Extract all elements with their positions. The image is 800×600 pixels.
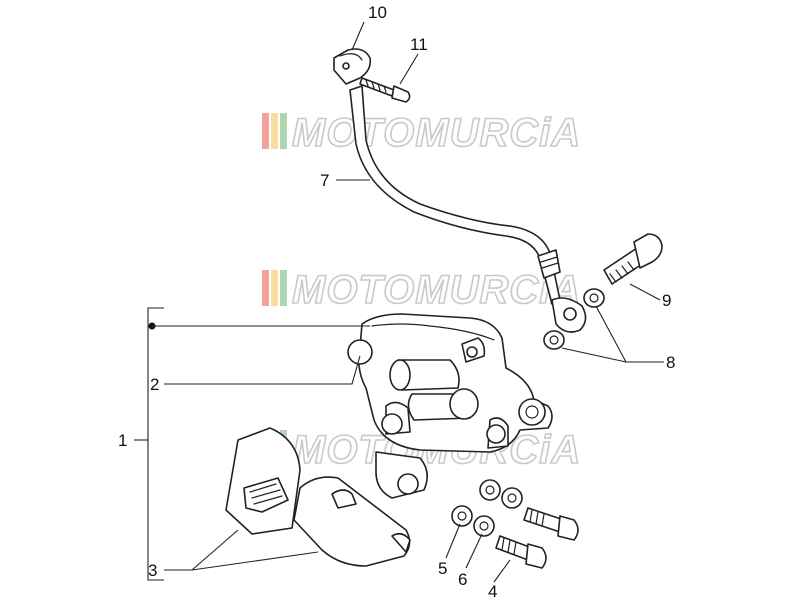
watermark-text: MOTOMURCiA	[292, 268, 581, 312]
callout-7: 7	[320, 171, 329, 190]
callout-9: 9	[662, 291, 671, 310]
callout-11: 11	[410, 35, 428, 54]
watermark-top: MOTOMURCiA	[262, 110, 581, 156]
part-hose-clip	[333, 48, 372, 85]
part-lower-washers	[451, 479, 523, 537]
part-brake-caliper	[347, 313, 553, 499]
watermark-middle: MOTOMURCiA	[262, 267, 581, 313]
part-washers	[543, 288, 605, 350]
part-mounting-bolts	[495, 507, 579, 569]
part-banjo-bolt	[603, 233, 663, 285]
callout-1: 1	[118, 431, 127, 450]
watermark-text: MOTOMURCiA	[292, 111, 581, 155]
callout-10: 10	[368, 3, 387, 22]
callout-6: 6	[458, 570, 467, 589]
part-brake-pads	[225, 427, 411, 567]
callout-2: 2	[150, 375, 159, 394]
callout-4: 4	[488, 582, 497, 600]
part-clip-screw	[359, 77, 411, 103]
leader-lines	[134, 21, 664, 583]
callout-5: 5	[438, 559, 447, 578]
part-brake-hose	[349, 85, 587, 333]
callout-8: 8	[666, 353, 675, 372]
callout-3: 3	[148, 561, 157, 580]
